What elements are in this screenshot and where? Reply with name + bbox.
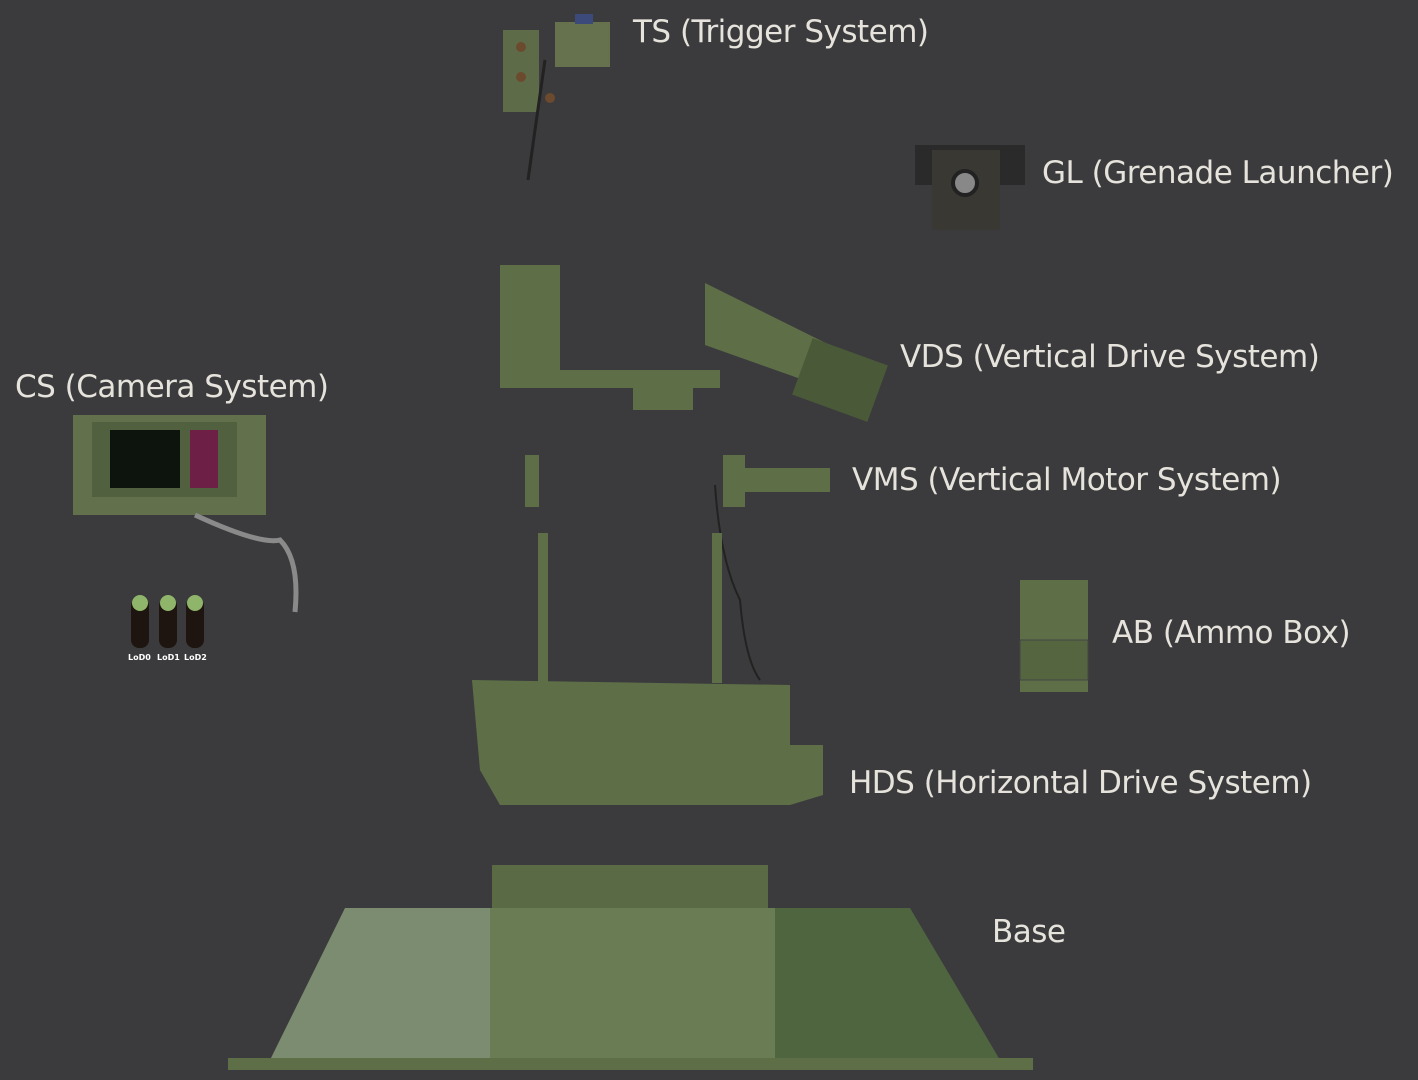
vertical-motor-system-part (525, 455, 830, 681)
label-lod2: LoD2 (184, 653, 207, 662)
label-camera-system: CS (Camera System) (15, 369, 329, 405)
trigger-system-part (503, 14, 610, 181)
label-lod0: LoD0 (128, 653, 151, 662)
camera-system-part (73, 415, 299, 613)
ammo-box-part (1019, 580, 1089, 692)
label-base: Base (992, 914, 1066, 950)
label-lod1: LoD1 (157, 653, 180, 662)
vertical-drive-system-part (500, 265, 888, 422)
label-vertical-motor-system: VMS (Vertical Motor System) (852, 462, 1282, 498)
label-ammo-box: AB (Ammo Box) (1112, 615, 1351, 651)
label-horizontal-drive-system: HDS (Horizontal Drive System) (849, 765, 1312, 801)
horizontal-drive-system-part (472, 533, 823, 805)
label-vertical-drive-system: VDS (Vertical Drive System) (900, 339, 1320, 375)
label-trigger-system: TS (Trigger System) (633, 14, 929, 50)
base-part (228, 865, 1033, 1070)
label-grenade-launcher: GL (Grenade Launcher) (1042, 155, 1394, 191)
grenade-launcher-part (915, 145, 1025, 230)
lod-grenades (131, 595, 204, 648)
